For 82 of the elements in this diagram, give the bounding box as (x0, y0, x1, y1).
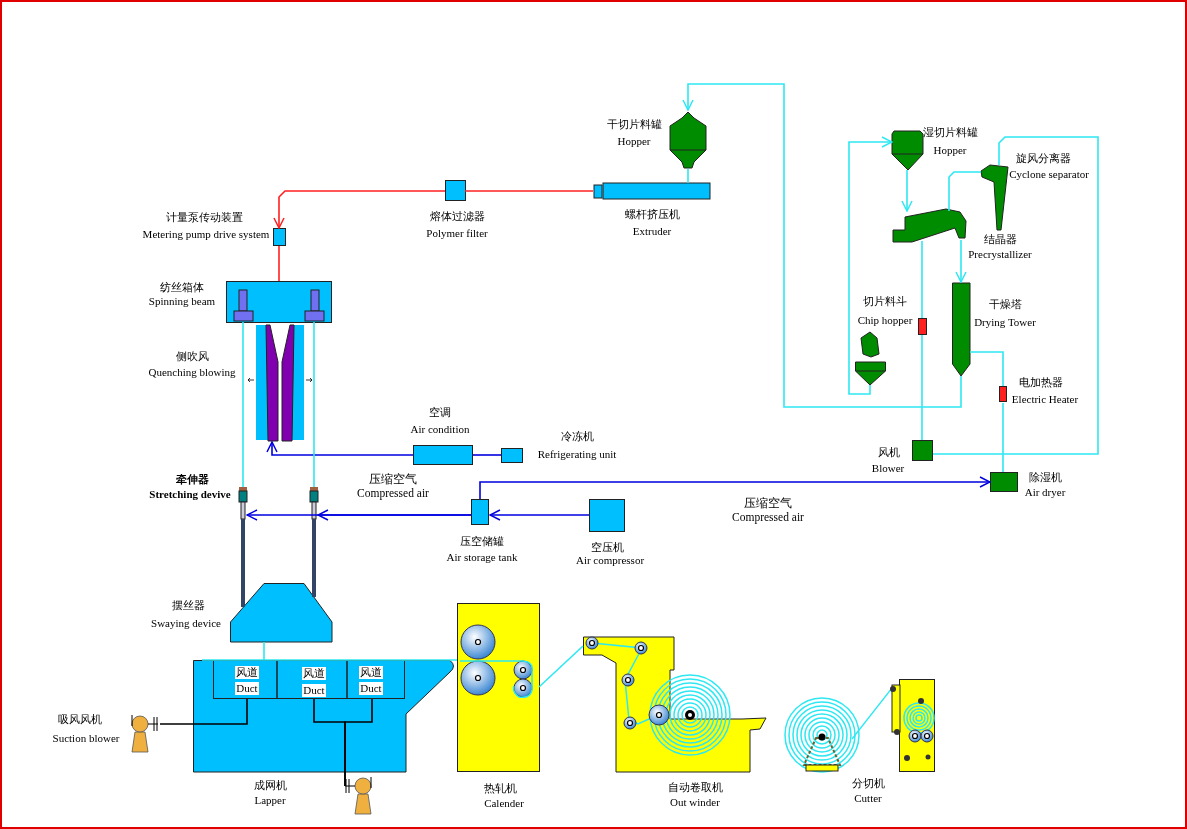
label: 干切片料罐 (606, 118, 662, 131)
label: Blower (871, 462, 905, 475)
label: Precrystallizer (968, 248, 1032, 261)
connector-line (242, 321, 244, 488)
arrow (479, 476, 991, 500)
part-label: Quenching blowing (148, 366, 236, 379)
label: 电加热器 (1019, 376, 1063, 389)
label: 摆丝器 (171, 599, 205, 612)
label: Chip hopper (857, 314, 913, 327)
label: Duct (302, 684, 326, 697)
label: 熔体过滤器 (429, 210, 485, 223)
label: Metering pump drive system (142, 228, 270, 241)
arrow (273, 190, 446, 229)
label: Refrigerating unit (537, 448, 617, 461)
connector-line (263, 641, 265, 661)
label: Electric Heater (1011, 393, 1079, 406)
label: Calender (484, 797, 524, 810)
arrow (266, 441, 414, 456)
label: Duct (235, 682, 259, 695)
connector-line (464, 190, 594, 192)
label: Duct (359, 682, 383, 695)
label: 分切机 (851, 777, 885, 790)
label: 风道 (302, 667, 326, 680)
connector-line (241, 519, 245, 607)
label: 热轧机 (483, 782, 517, 795)
label: Air compressor (575, 554, 645, 567)
arrow (901, 169, 913, 212)
connector-line (932, 136, 1099, 455)
connector-line (687, 168, 689, 184)
label: 干燥塔 (988, 298, 1022, 311)
connector-line (969, 351, 1004, 387)
label: 吸风风机 (58, 713, 102, 726)
label: 空调 (429, 406, 451, 419)
connector-line (538, 645, 584, 688)
connector-line (313, 321, 315, 488)
label: Extruder (632, 225, 672, 238)
connector-line (921, 334, 923, 441)
connector-line (1002, 402, 1004, 473)
label: Stretching devive (149, 488, 231, 501)
arrow (682, 83, 962, 408)
connector-line (312, 519, 316, 597)
label: 压空储罐 (460, 535, 504, 548)
connector-line (472, 454, 502, 456)
label: Hopper (617, 135, 651, 148)
label: 切片料斗 (863, 295, 907, 308)
label: Lapper (254, 794, 286, 807)
label: 纺丝箱体 (160, 281, 204, 294)
label: 牵伸器 (175, 473, 209, 486)
label: Air dryer (1024, 486, 1066, 499)
arrow (848, 136, 893, 395)
label: 空压机 (590, 541, 624, 554)
label: Swaying device (151, 617, 221, 630)
label: Air condition (410, 423, 470, 436)
label: 成网机 (253, 779, 287, 792)
label: 螺杆挤压机 (624, 208, 680, 221)
label: 自动卷取机 (667, 781, 723, 794)
label: Polymer filter (426, 227, 488, 240)
label: 湿切片料罐 (922, 126, 978, 139)
part-label: 侧吹风 (175, 350, 209, 363)
label: 风道 (359, 666, 383, 679)
arrow (955, 239, 967, 283)
label: 风道 (235, 666, 259, 679)
arrow (246, 509, 472, 521)
arrow (489, 509, 590, 521)
label: 冷冻机 (560, 430, 594, 443)
label: Cyclone separator (1009, 168, 1089, 181)
label: 旋风分离器 (1015, 152, 1071, 165)
label: Suction blower (52, 732, 120, 745)
label: Drying Tower (974, 316, 1036, 329)
connector-line (921, 240, 923, 319)
label: 除湿机 (1028, 471, 1062, 484)
connector-line (159, 698, 248, 725)
connector-line (278, 245, 280, 282)
label: Out winder (670, 796, 720, 809)
label: Cutter (854, 792, 882, 805)
label: Hopper (933, 144, 967, 157)
label: Air storage tank (446, 551, 518, 564)
label: 结晶器 (983, 233, 1017, 246)
label: 风机 (878, 446, 900, 459)
label: 计量泵传动装置 (165, 211, 243, 224)
connector-line (344, 698, 373, 787)
label: Spinning beam (148, 295, 216, 308)
